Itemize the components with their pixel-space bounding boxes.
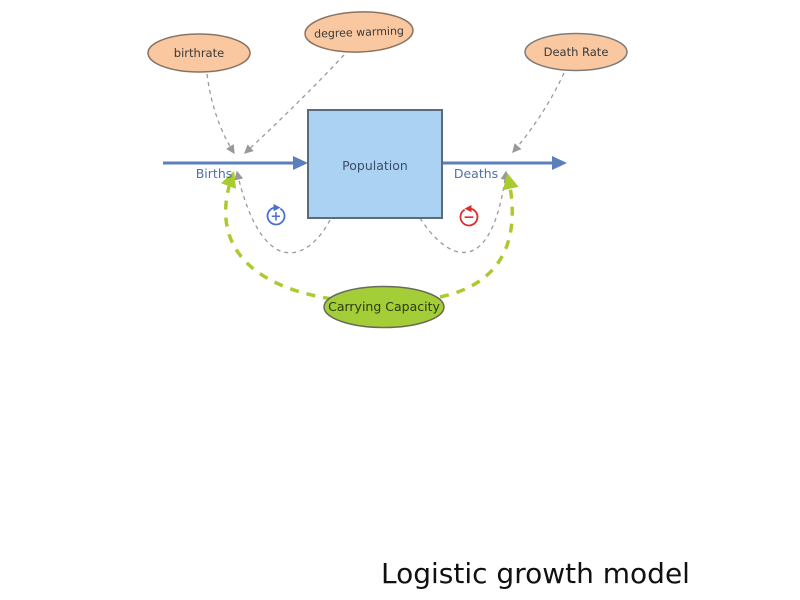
deaths-label: Deaths [454,166,498,181]
link-death-rate-to-deaths[interactable] [512,72,565,154]
births-flow[interactable]: Births [163,156,308,181]
balancing-loop-symbol: − [463,210,475,226]
link-population-to-births[interactable] [234,170,331,254]
degree-warming-label: degree warming [314,24,404,40]
births-flow-arrowhead-icon [293,156,308,170]
degree-warming-node[interactable]: degree warming [304,10,414,54]
birthrate-ellipse [147,33,251,73]
birthrate-node[interactable]: birthrate [147,33,251,73]
carrying-capacity-ellipse [323,285,445,329]
link-carrying-capacity-to-deaths[interactable] [439,172,519,299]
births-label: Births [196,166,233,181]
death-rate-ellipse [524,32,628,72]
reinforcing-loop-symbol: + [271,210,282,225]
link-degree-warming-to-births[interactable] [243,54,345,154]
birthrate-label: birthrate [174,46,224,60]
deaths-flow[interactable]: Deaths [442,156,567,181]
degree-warming-ellipse [304,11,414,53]
reinforcing-loop-icon: + [266,204,286,226]
death-rate-node[interactable]: Death Rate [524,32,628,72]
population-label: Population [342,158,408,173]
page-title: Logistic growth model [381,557,690,590]
deaths-flow-arrowhead-icon [552,156,567,170]
population-stock[interactable]: Population [307,109,443,219]
death-rate-label: Death Rate [544,45,609,59]
link-birthrate-to-births[interactable] [206,73,235,155]
population-stock-box [307,109,443,219]
link-population-to-deaths[interactable] [419,170,510,254]
balancing-loop-icon: − [459,205,479,227]
carrying-capacity-node[interactable]: Carrying Capacity [323,285,445,329]
carrying-capacity-label: Carrying Capacity [328,299,440,314]
